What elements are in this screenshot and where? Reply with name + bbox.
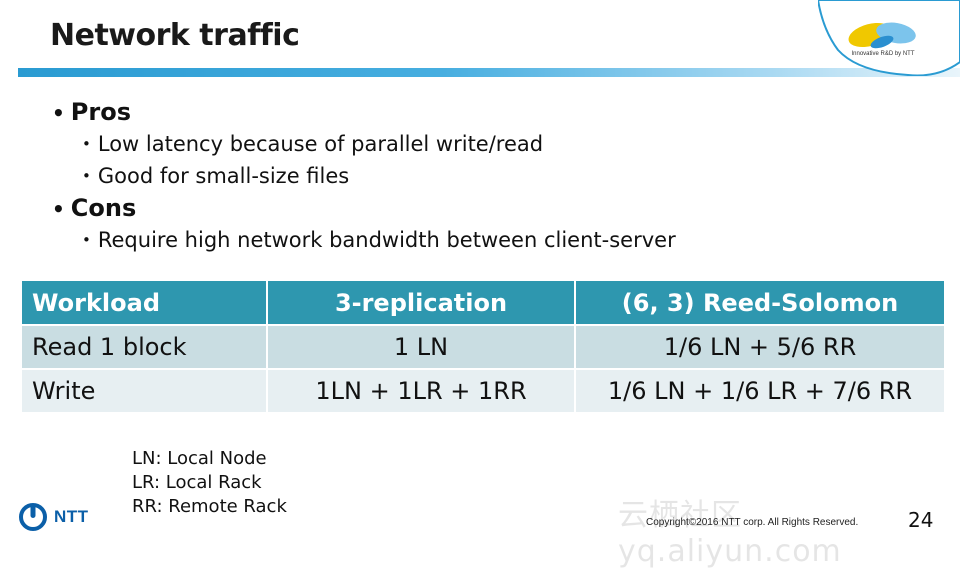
bullet-pros: •Pros xyxy=(52,98,131,126)
ntt-footer-logo: NTT xyxy=(18,502,89,532)
table-row: Write 1LN + 1LR + 1RR 1/6 LN + 1/6 LR + … xyxy=(22,369,944,414)
title-underline-bar xyxy=(18,68,960,77)
table-cell: 1 LN xyxy=(267,325,576,370)
ntt-emblem-icon xyxy=(19,503,47,531)
bullet-dot-icon: • xyxy=(82,167,91,185)
table-cell: Write xyxy=(22,369,268,414)
table-cell: 1/6 LN + 5/6 RR xyxy=(575,325,944,370)
logo-caption: Innovative R&D by NTT xyxy=(851,51,915,57)
ntt-swirl-logo-icon xyxy=(816,0,960,77)
legend-item: LR: Local Rack xyxy=(132,472,262,493)
legend-item: LN: Local Node xyxy=(132,448,267,469)
table-cell: Read 1 block xyxy=(22,325,268,370)
table-header-row: Workload 3-replication (6, 3) Reed-Solom… xyxy=(22,281,944,326)
bullet-cons: •Cons xyxy=(52,194,137,222)
copyright-notice: Copyright©2016 NTT corp. All Rights Rese… xyxy=(646,517,859,528)
innovative-rnd-logo xyxy=(816,0,960,77)
bullet-dot-icon: • xyxy=(52,197,65,221)
abbreviation-legend: LN: Local Node LR: Local Rack RR: Remote… xyxy=(132,447,287,519)
bullet-list: •Pros •Low latency because of parallel w… xyxy=(52,96,676,256)
bullet-dot-icon: • xyxy=(82,231,91,249)
table-cell: 1LN + 1LR + 1RR xyxy=(267,369,576,414)
bullet-dot-icon: • xyxy=(52,101,65,125)
table-header-cell: 3-replication xyxy=(267,281,576,326)
table-row: Read 1 block 1 LN 1/6 LN + 5/6 RR xyxy=(22,325,944,370)
page-number: 24 xyxy=(908,508,934,532)
bullet-pros-item: •Good for small-size files xyxy=(82,164,350,188)
table-header-cell: Workload xyxy=(22,281,268,326)
workload-table: Workload 3-replication (6, 3) Reed-Solom… xyxy=(22,281,944,414)
legend-item: RR: Remote Rack xyxy=(132,496,287,517)
table-cell: 1/6 LN + 1/6 LR + 7/6 RR xyxy=(575,369,944,414)
ntt-brand-text: NTT xyxy=(54,507,89,526)
slide-title: Network traffic xyxy=(50,18,300,53)
bullet-cons-item: •Require high network bandwidth between … xyxy=(82,228,676,252)
table-header-cell: (6, 3) Reed-Solomon xyxy=(575,281,944,326)
bullet-dot-icon: • xyxy=(82,135,91,153)
bullet-pros-item: •Low latency because of parallel write/r… xyxy=(82,132,544,156)
